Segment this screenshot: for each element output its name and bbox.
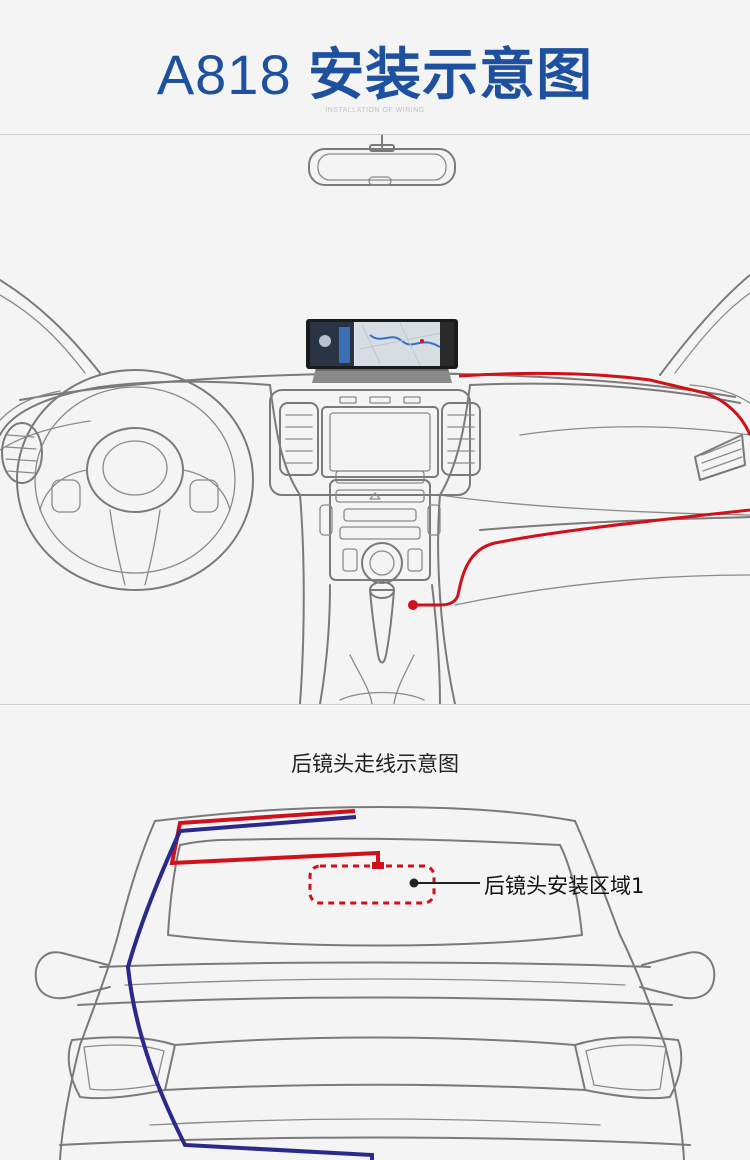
page-title: A818 安装示意图 bbox=[0, 40, 750, 110]
steering-wheel-icon bbox=[16, 369, 254, 591]
car-rear-outline bbox=[34, 806, 716, 1160]
divider-top bbox=[0, 134, 750, 135]
power-wire bbox=[458, 371, 750, 436]
power-socket-dot bbox=[408, 600, 418, 610]
right-vent-icon bbox=[694, 434, 746, 481]
page-subtitle: INSTALLATION OF WIRING bbox=[325, 107, 425, 114]
dashboard-illustration bbox=[0, 135, 750, 704]
power-wire-lower bbox=[415, 508, 750, 607]
header: A818 安装示意图 INSTALLATION OF WIRING bbox=[0, 0, 750, 134]
rear-camera-install-area bbox=[308, 864, 436, 905]
left-vent-icon bbox=[1, 422, 43, 484]
blue-wire bbox=[125, 815, 374, 1160]
rear-camera-install-label: 后镜头安装区域1 bbox=[484, 874, 645, 898]
divider-middle bbox=[0, 704, 750, 705]
title-text: 安装示意图 bbox=[308, 43, 594, 106]
rear-wiring-title: 后镜头走线示意图 bbox=[291, 752, 459, 776]
red-wire bbox=[169, 809, 380, 867]
center-console bbox=[269, 389, 481, 584]
gear-shifter-icon bbox=[299, 494, 456, 704]
model-name: A818 bbox=[156, 43, 292, 106]
rearview-mirror-icon bbox=[308, 135, 456, 186]
rear-car-illustration bbox=[34, 806, 716, 1160]
dashboard-navigation-device-icon bbox=[306, 319, 458, 383]
